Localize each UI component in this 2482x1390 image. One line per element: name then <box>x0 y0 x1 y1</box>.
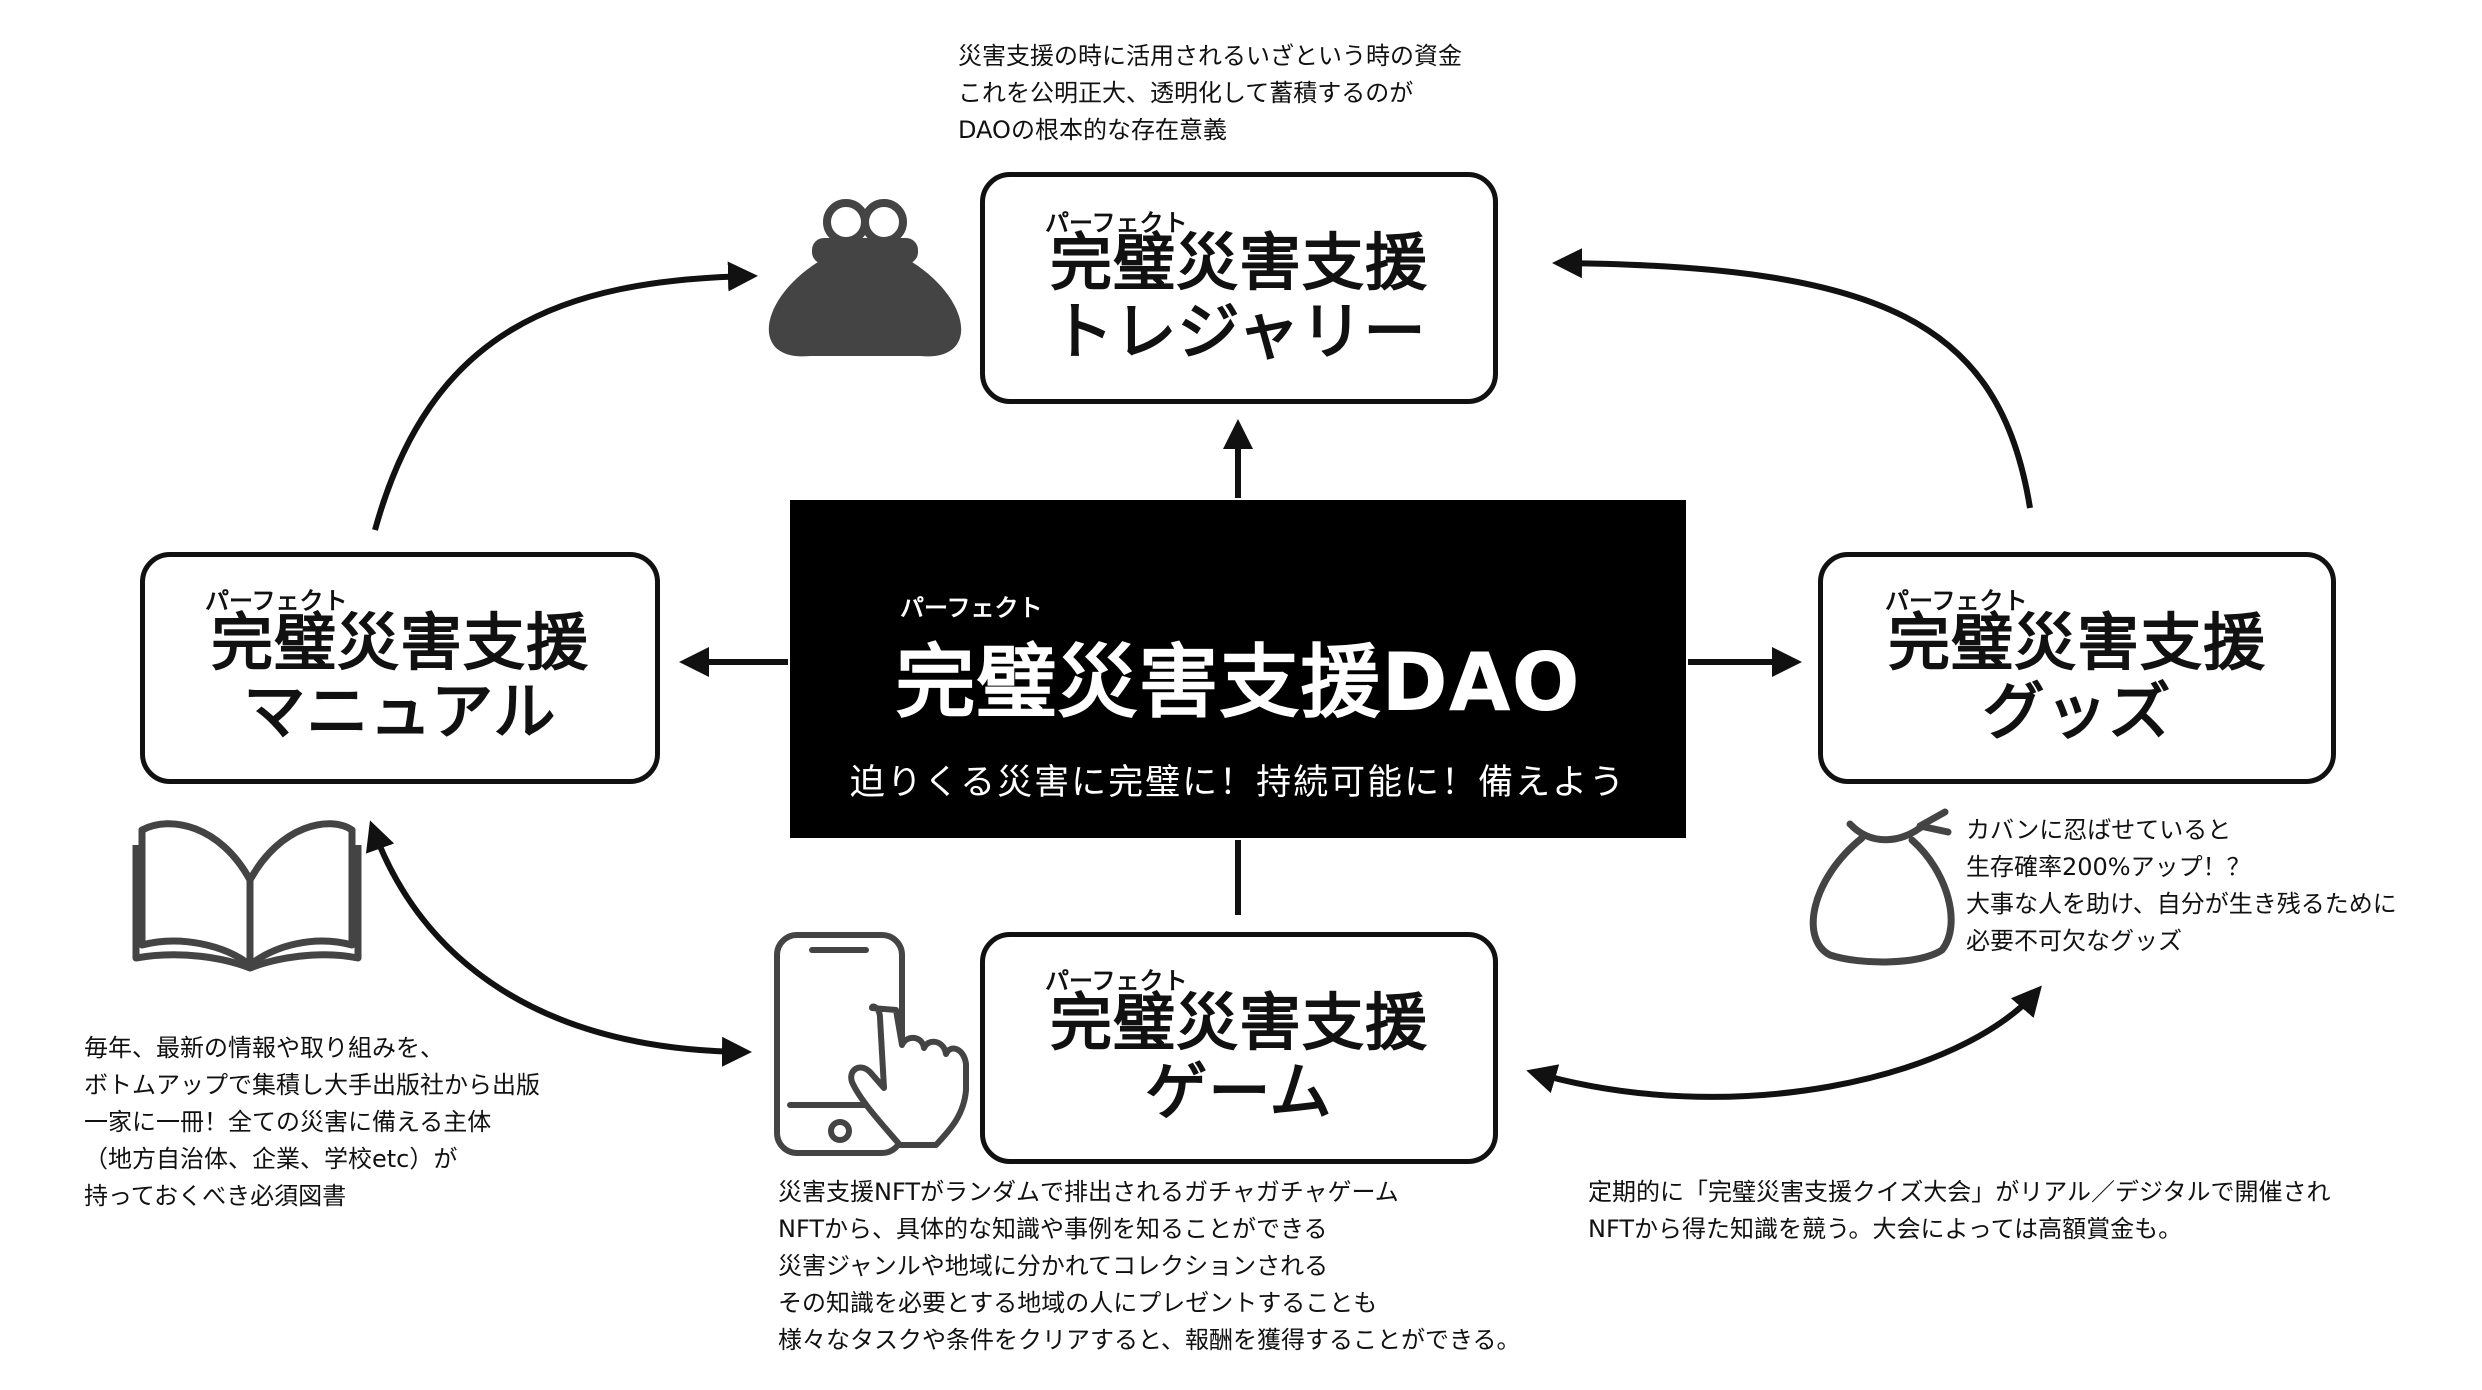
center-title: 完璧災害支援DAO <box>895 636 1581 729</box>
arrow-manual-to-treasury <box>372 261 758 531</box>
arrow-game-goods <box>1526 985 2042 1100</box>
note-line: DAOの根本的な存在意義 <box>958 116 1227 144</box>
ruby-label: パーフェクト <box>205 587 348 615</box>
note-line: 様々なタスクや条件をクリアすると、報酬を獲得することができる。 <box>778 1326 1521 1354</box>
note-line: カバンに忍ばせていると <box>1966 816 2232 844</box>
arrow-manual-game <box>365 820 752 1067</box>
center-subtitle: 迫りくる災害に完璧に！持続可能に！備えよう <box>849 763 1627 803</box>
note-quiz: 定期的に「完璧災害支援クイズ大会」がリアル／デジタルで開催され NFTから得た知… <box>1588 1174 2331 1248</box>
note-line: 災害支援の時に活用されるいざという時の資金 <box>958 42 1462 70</box>
box-game: パーフェクト 完璧災害支援 ゲーム <box>980 932 1498 1164</box>
note-line: 毎年、最新の情報や取り組みを、 <box>84 1034 444 1062</box>
note-line: 持っておくべき必須図書 <box>84 1182 347 1210</box>
ruby-label: パーフェクト <box>1885 587 2028 615</box>
box-game-title-line1: 完璧災害支援 <box>1049 985 1428 1059</box>
note-line: NFTから、具体的な知識や事例を知ることができる <box>778 1215 1328 1243</box>
note-line: 大事な人を助け、自分が生き残るために <box>1966 890 2397 918</box>
note-line: 生存確率200%アップ！？ <box>1966 853 2251 881</box>
arrow-goods-to-treasury <box>1552 248 2033 509</box>
open-book-icon <box>132 820 362 972</box>
money-bag-icon <box>1809 808 1955 966</box>
note-line: ボトムアップで集積し大手出版社から出版 <box>84 1071 540 1099</box>
note-line: 災害支援NFTがランダムで排出されるガチャガチャゲーム <box>778 1178 1399 1206</box>
note-manual: 毎年、最新の情報や取り組みを、 ボトムアップで集積し大手出版社から出版 一家に一… <box>84 1030 540 1215</box>
box-goods-title-line1: 完璧災害支援 <box>1887 605 2266 679</box>
box-manual: パーフェクト 完璧災害支援 マニュアル <box>140 552 660 784</box>
note-line: 必要不可欠なグッズ <box>1966 927 2182 955</box>
box-goods: パーフェクト 完璧災害支援 グッズ <box>1818 552 2336 784</box>
note-line: （地方自治体、企業、学校etc）が <box>84 1145 458 1173</box>
note-line: NFTから得た知識を競う。大会によっては高額賞金も。 <box>1588 1215 2183 1243</box>
note-line: 定期的に「完璧災害支援クイズ大会」がリアル／デジタルで開催され <box>1588 1178 2331 1206</box>
ruby-label: パーフェクト <box>1045 209 1188 237</box>
box-treasury-title-line2: トレジャリー <box>1051 295 1427 368</box>
center-ruby-label: パーフェクト <box>900 594 1043 622</box>
note-line: その知識を必要とする地域の人にプレゼントすることも <box>778 1289 1378 1317</box>
box-goods-title-line2: グッズ <box>1982 675 2172 748</box>
box-manual-title-line2: マニュアル <box>243 675 557 748</box>
center-dao-box: パーフェクト 完璧災害支援DAO 迫りくる災害に完璧に！持続可能に！備えよう <box>790 500 1686 838</box>
coin-purse-icon <box>768 199 962 357</box>
note-line: これを公明正大、透明化して蓄積するのが <box>958 79 1414 107</box>
smartphone-tap-icon <box>774 932 969 1156</box>
note-game: 災害支援NFTがランダムで排出されるガチャガチャゲーム NFTから、具体的な知識… <box>778 1174 1521 1359</box>
box-manual-title-line1: 完璧災害支援 <box>210 605 589 679</box>
box-treasury: パーフェクト 完璧災害支援 トレジャリー <box>980 172 1498 404</box>
ruby-label: パーフェクト <box>1045 967 1188 995</box>
box-treasury-title-line1: 完璧災害支援 <box>1049 225 1428 299</box>
box-game-title-line2: ゲーム <box>1145 1055 1333 1128</box>
note-goods: カバンに忍ばせていると 生存確率200%アップ！？ 大事な人を助け、自分が生き残… <box>1966 812 2397 960</box>
note-line: 一家に一冊！全ての災害に備える主体 <box>84 1108 492 1136</box>
note-line: 災害ジャンルや地域に分かれてコレクションされる <box>778 1252 1329 1280</box>
note-treasury: 災害支援の時に活用されるいざという時の資金 これを公明正大、透明化して蓄積するの… <box>958 38 1462 149</box>
